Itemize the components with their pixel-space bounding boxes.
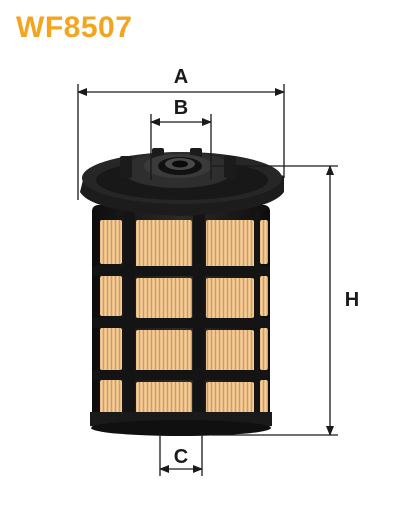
filter-media-window: [136, 220, 192, 268]
filter-media-window: [136, 330, 192, 372]
dimension-annotations: [77, 84, 338, 476]
dimension-c-label: C: [174, 446, 188, 468]
filter-media-window: [100, 328, 122, 370]
filter-cage-posts: [124, 210, 260, 420]
filter-media-window: [100, 276, 122, 316]
filter-media-window: [260, 276, 268, 316]
dimension-b-label: B: [174, 97, 188, 119]
filter-media-window: [136, 382, 192, 416]
dimension-a-label: A: [174, 66, 188, 88]
filter-media-window: [206, 278, 254, 318]
filter-media-window: [136, 278, 192, 318]
product-code: WF8507: [16, 11, 133, 44]
filter-media-window: [206, 330, 254, 372]
filter-media-windows: [100, 220, 268, 416]
filter-media-window: [260, 328, 268, 370]
filter-bottom-cap-edge: [91, 420, 271, 436]
filter-media-window: [100, 220, 122, 264]
filter-media-window: [100, 380, 122, 414]
filter-outlet-port: [158, 157, 202, 175]
filter-media-window: [260, 380, 268, 414]
dimension-h-label: H: [345, 289, 359, 311]
filter-media-window: [206, 220, 254, 268]
filter-media-window: [260, 220, 268, 264]
filter-cage-ribs: [92, 266, 270, 380]
fuel-filter-element: [80, 148, 284, 436]
filter-media-window: [206, 382, 254, 416]
